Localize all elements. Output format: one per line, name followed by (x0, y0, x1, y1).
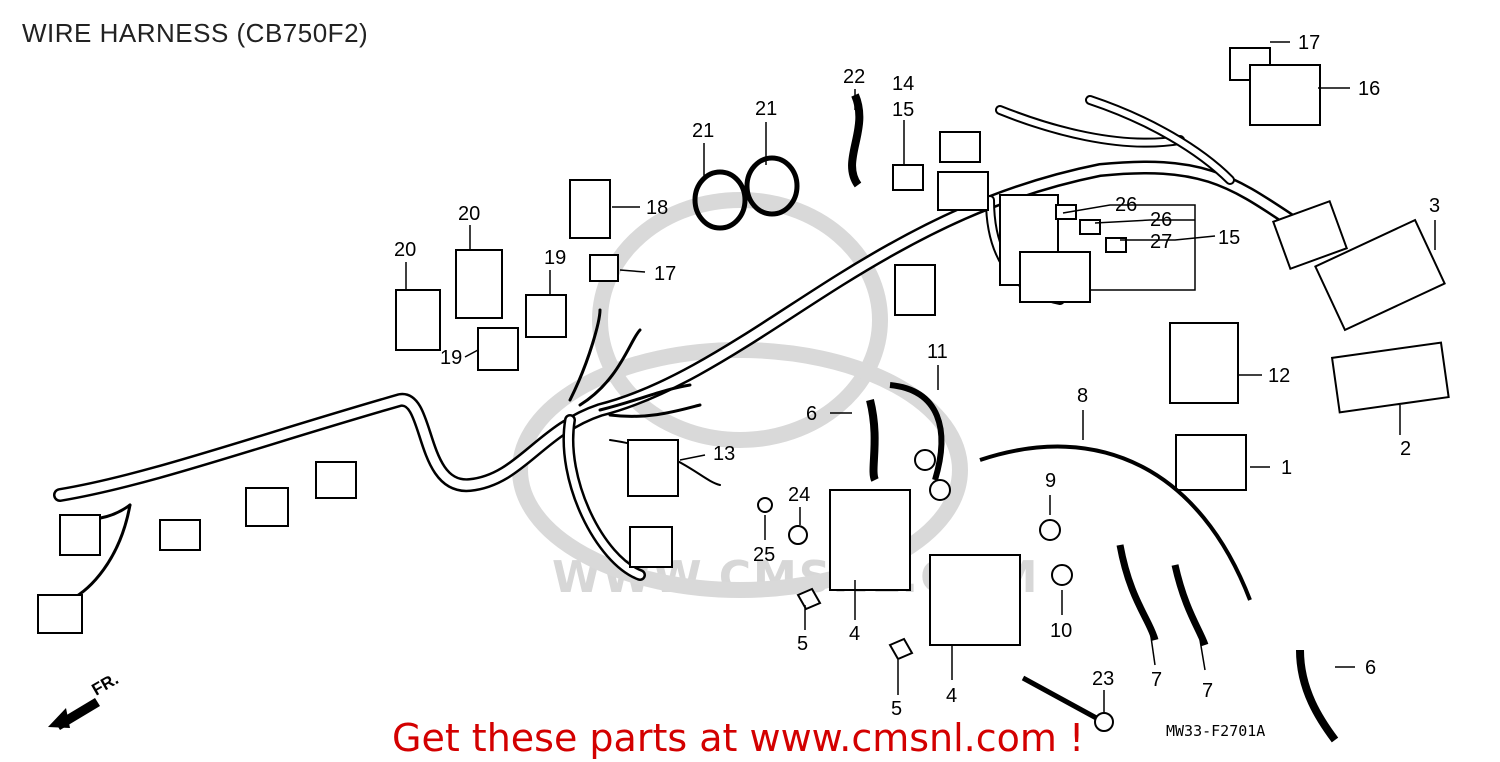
callout-number: 8 (1077, 385, 1088, 407)
callout-number: 4 (946, 685, 957, 707)
callout-number: 18 (646, 197, 668, 219)
callout-number: 27 (1150, 231, 1172, 253)
leader-lines (405, 41, 1436, 712)
callout-labels: 1 2 3 4 4 5 5 6 6 7 7 8 9 10 11 12 13 14… (394, 32, 1440, 720)
diagram-code: MW33-F2701A (1166, 722, 1266, 740)
page-title: WIRE HARNESS (CB750F2) (22, 18, 369, 48)
callout-number: 3 (1429, 195, 1440, 217)
callout-number: 17 (1298, 32, 1320, 54)
front-arrow-icon (48, 698, 100, 730)
harness-components (37, 47, 1450, 743)
callout-number: 13 (713, 443, 735, 465)
callout-number: 7 (1151, 669, 1162, 691)
callout-number: 17 (654, 263, 676, 285)
callout-number: 5 (891, 698, 902, 720)
callout-number: 7 (1202, 680, 1213, 702)
callout-number: 2 (1400, 438, 1411, 460)
callout-number: 21 (692, 120, 714, 142)
callout-number: 22 (843, 66, 865, 88)
callout-number: 5 (797, 633, 808, 655)
callout-number: 12 (1268, 365, 1290, 387)
callout-number: 25 (753, 544, 775, 566)
callout-number: 9 (1045, 470, 1056, 492)
callout-number: 4 (849, 623, 860, 645)
callout-number: 19 (440, 347, 462, 369)
callout-number: 23 (1092, 668, 1114, 690)
callout-number: 15 (892, 99, 914, 121)
callout-number: 26 (1150, 209, 1172, 231)
callout-number: 24 (788, 484, 810, 506)
callout-number: 15 (1218, 227, 1240, 249)
callout-number: 26 (1115, 194, 1137, 216)
callout-number: 16 (1358, 78, 1380, 100)
callout-number: 6 (806, 403, 817, 425)
callout-number: 14 (892, 73, 914, 95)
promo-banner[interactable]: Get these parts at www.cmsnl.com ! (392, 716, 1085, 760)
callout-number: 6 (1365, 657, 1376, 679)
callout-number: 19 (544, 247, 566, 269)
callout-number: 11 (927, 341, 948, 363)
callout-number: 20 (458, 203, 480, 225)
direction-label: FR. (89, 669, 122, 699)
callout-number: 21 (755, 98, 777, 120)
callout-number: 1 (1281, 457, 1292, 479)
callout-number: 10 (1050, 620, 1072, 642)
callout-number: 20 (394, 239, 416, 261)
